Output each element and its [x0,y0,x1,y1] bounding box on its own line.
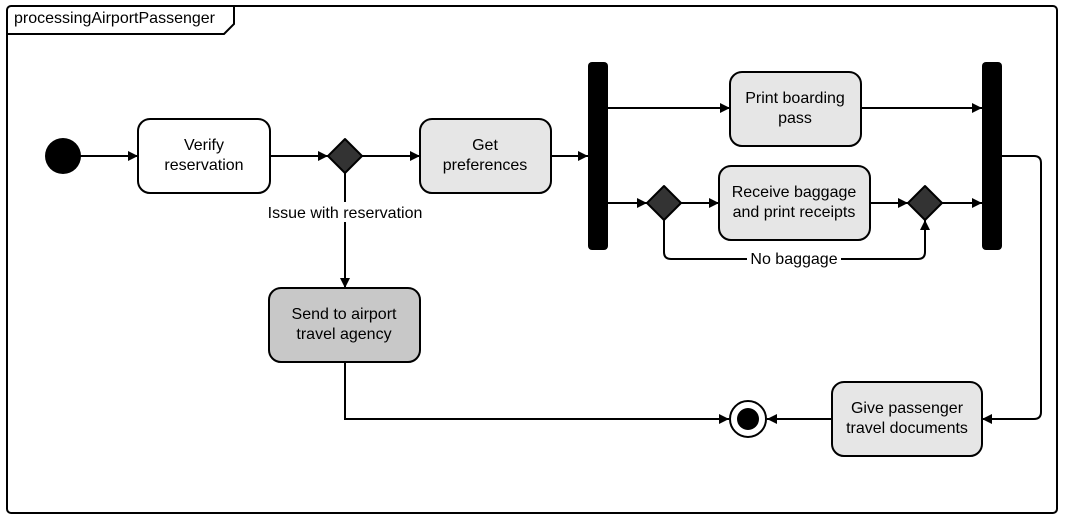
decision-baggage [646,185,682,221]
action-label: Send to airport [292,306,398,323]
action-label: and print receipts [733,204,856,221]
edges [80,103,1042,424]
guard-reservation-issue: Issue with reservation [268,205,423,222]
action-label: Receive baggage [732,184,857,201]
action-label: travel documents [846,420,968,437]
action-get-preferences: Get preferences [419,118,552,194]
edge-join-to-documents [982,155,1042,424]
action-label: Give passenger [851,400,964,417]
final-node [729,400,767,438]
guard-label-bg [747,248,841,268]
action-label: Print boarding [745,90,845,107]
action-label: reservation [164,157,243,174]
action-label: travel agency [296,326,391,343]
guard-label-bg [262,202,430,222]
frame-title: processingAirportPassenger [14,10,216,27]
decision-reservation [327,138,363,174]
action-send-to-agency: Send to airport travel agency [268,287,421,363]
action-label: Get [472,137,498,154]
action-label: pass [778,110,812,127]
action-give-documents: Give passenger travel documents [831,381,983,457]
frame-title-tab [7,6,235,35]
guard-no-baggage: No baggage [750,251,837,268]
initial-node [45,138,81,174]
action-print-boarding-pass: Print boarding pass [729,71,862,147]
action-label: preferences [443,157,528,174]
action-receive-baggage: Receive baggage and print receipts [718,165,871,241]
action-verify-reservation: Verify reservation [137,118,271,194]
join-bar [982,62,1002,250]
action-label: Verify [184,137,224,154]
fork-bar [588,62,608,250]
merge-baggage [907,185,943,221]
edge-agency-to-end [344,362,729,424]
